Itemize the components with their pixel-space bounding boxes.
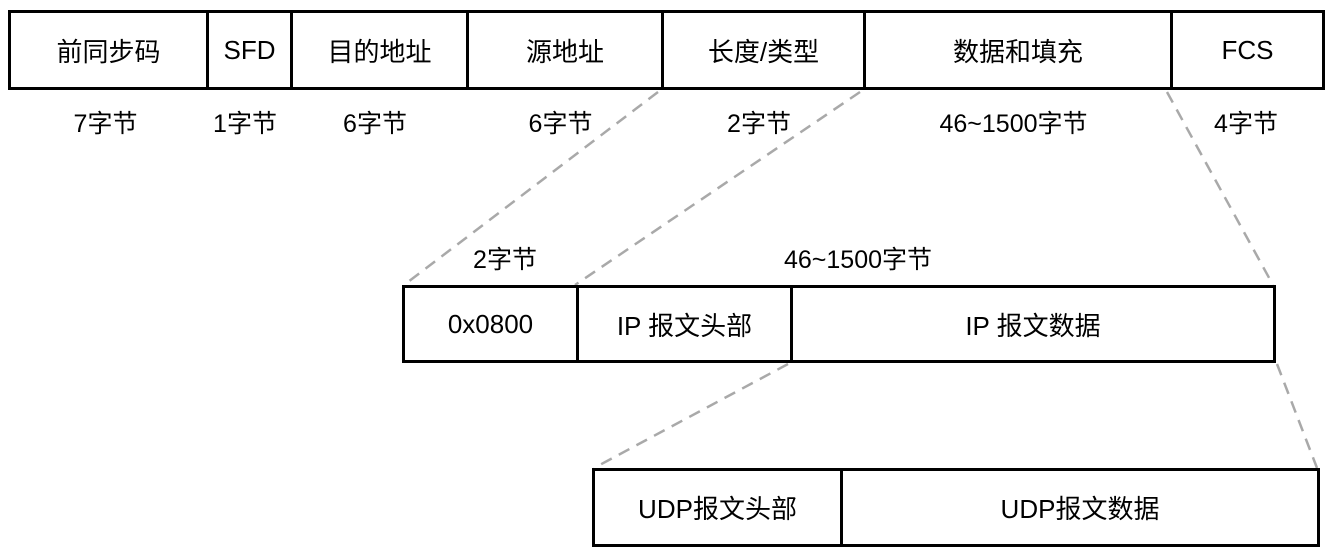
udp-field-data: UDP报文数据 — [840, 471, 1317, 544]
frame-bytes-row: 7字节 1字节 6字节 6字节 2字节 46~1500字节 4字节 — [8, 104, 1325, 142]
ip-packet-row: 0x0800 IP 报文头部 IP 报文数据 — [402, 285, 1276, 363]
udp-packet-row: UDP报文头部 UDP报文数据 — [592, 468, 1320, 547]
dashed-line-data-field-right — [1165, 91, 1275, 286]
bytes-label-src-address: 6字节 — [528, 110, 593, 138]
frame-field-src-address: 源地址 — [466, 13, 661, 87]
frame-field-sfd: SFD — [206, 13, 290, 87]
dashed-line-ip-data-right — [1275, 363, 1319, 469]
ip-bytes-label-type: 2字节 — [473, 246, 537, 274]
bytes-label-data-padding: 46~1500字节 — [939, 110, 1088, 138]
frame-field-preamble: 前同步码 — [56, 36, 161, 67]
ip-field-header: IP 报文头部 — [576, 288, 790, 360]
ip-field-data: IP 报文数据 — [790, 288, 1273, 360]
ethernet-frame-row: 前同步码 SFD 目的地址 源地址 长度/类型 数据和填充 FCS — [8, 10, 1325, 90]
bytes-label-length-type: 2字节 — [727, 110, 791, 138]
dashed-line-type-field-right — [574, 90, 861, 287]
bytes-label-dest-address: 6字节 — [343, 110, 407, 138]
frame-field-data-padding: 数据和填充 — [863, 13, 1170, 87]
dashed-line-type-field-left — [403, 91, 659, 286]
frame-field-length-type: 长度/类型 — [661, 13, 863, 87]
bytes-label-preamble: 7字节 — [73, 110, 138, 138]
bytes-label-fcs: 4字节 — [1214, 110, 1278, 138]
ip-field-ethertype: 0x0800 — [447, 308, 534, 339]
ip-bytes-label-data: 46~1500字节 — [783, 246, 933, 274]
udp-field-header: UDP报文头部 — [638, 494, 797, 524]
bytes-label-sfd: 1字节 — [213, 110, 277, 138]
dashed-line-ip-data-left — [593, 362, 789, 470]
frame-field-fcs: FCS — [1170, 13, 1322, 87]
frame-field-dest-address: 目的地址 — [290, 13, 466, 87]
